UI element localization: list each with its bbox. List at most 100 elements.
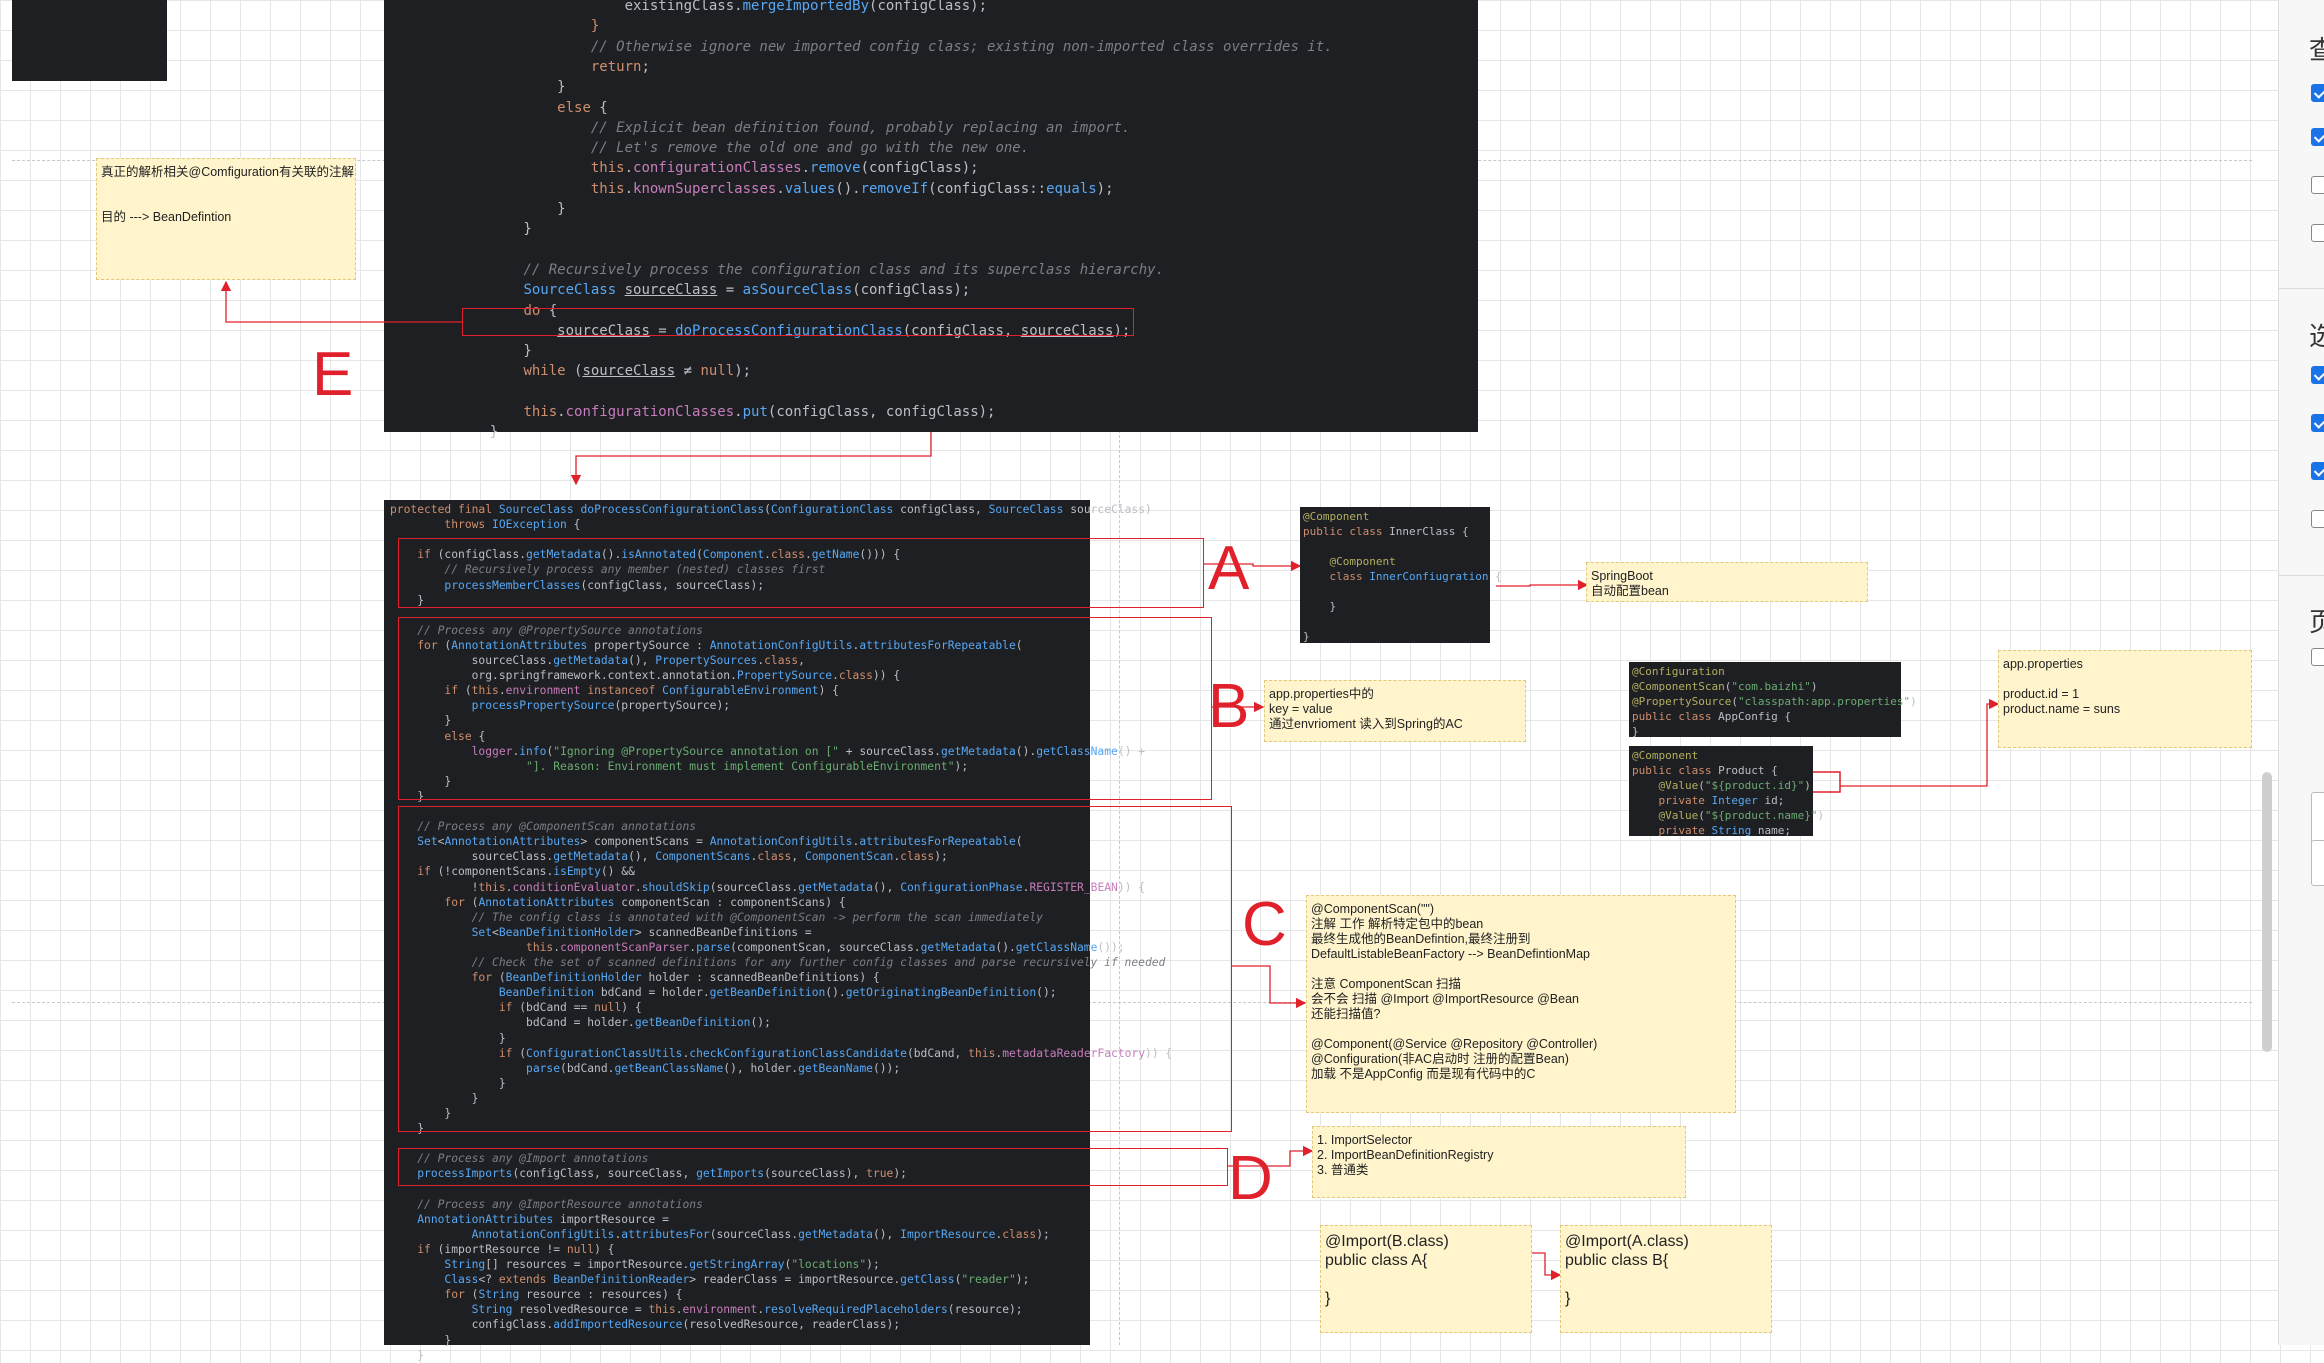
- sidebar-button[interactable]: [2311, 840, 2324, 886]
- code-line: }: [456, 424, 499, 441]
- code-line: sourceClass.getMetadata(), ComponentScan…: [390, 850, 948, 864]
- sidebar-checkbox[interactable]: [2311, 648, 2324, 666]
- code-line: bdCand = holder.getBeanDefinition();: [390, 1016, 771, 1030]
- section-box-d: [398, 1148, 1228, 1186]
- code-line: public class AppConfig {: [1632, 710, 1791, 723]
- code-line: if (!componentScans.isEmpty() &&: [417, 865, 635, 879]
- sidebar-checkbox[interactable]: [2311, 462, 2324, 480]
- code-line: private String name;: [1658, 824, 1791, 837]
- label-letter-e: E: [312, 340, 354, 409]
- code-line: String resolvedResource = this.environme…: [471, 1303, 1023, 1317]
- code-line: // Recursively process any member (neste…: [444, 563, 826, 577]
- code-line: Set<BeanDefinitionHolder> scannedBeanDef…: [471, 925, 812, 939]
- label-letter-b: B: [1208, 672, 1250, 741]
- sidebar-checkbox[interactable]: [2311, 366, 2324, 384]
- sidebar-glyph-2: 选: [2309, 321, 2324, 351]
- note-c-component-scan[interactable]: @ComponentScan("") 注解 工作 解析特定包中的bean 最终生…: [1306, 895, 1736, 1113]
- page-separator: [12, 1002, 2252, 1003]
- code-line: !this.conditionEvaluator.shouldSkip(sour…: [390, 880, 1146, 894]
- code-line: Class<? extends BeanDefinitionReader> re…: [444, 1273, 1030, 1287]
- code-line: // Explicit bean definition found, proba…: [590, 119, 1131, 136]
- code-line: sourceClass = doProcessConfigurationClas…: [557, 322, 1131, 339]
- code-line: parse(bdCand.getBeanClassName(), holder.…: [526, 1061, 901, 1075]
- code-block-app-config: @Configuration @ComponentScan("com.baizhi…: [1629, 662, 1917, 738]
- code-line: // The config class is annotated with @C…: [471, 910, 1043, 924]
- code-line: // Otherwise ignore new imported config …: [590, 38, 1333, 55]
- code-line: }: [390, 1122, 425, 1136]
- code-block-do-process-configuration-class: protected final SourceClass doProcessCon…: [384, 500, 1172, 1362]
- note-springboot[interactable]: SpringBoot 自动配置bean: [1586, 562, 1868, 602]
- code-line: SourceClass sourceClass = asSourceClass(…: [523, 282, 971, 299]
- code-line: }: [390, 1348, 425, 1362]
- code-line: for (AnnotationAttributes propertySource…: [417, 638, 1023, 652]
- code-line: }: [390, 1031, 506, 1045]
- code-block-product: @Component public class Product { @Value(…: [1629, 746, 1824, 837]
- sidebar-checkbox[interactable]: [2311, 510, 2324, 528]
- code-line: if (importResource != null) {: [417, 1242, 615, 1256]
- code-line: org.springframework.context.annotation.P…: [390, 669, 901, 683]
- code-line: }: [390, 774, 452, 788]
- code-line: AnnotationConfigUtils.attributesFor(sour…: [471, 1227, 1050, 1241]
- code-line: @Component: [1329, 555, 1396, 568]
- code-line: AnnotationAttributes importResource =: [417, 1212, 669, 1226]
- code-line: @ComponentScan("com.baizhi"): [1632, 680, 1818, 693]
- sidebar-checkbox[interactable]: [2311, 224, 2324, 242]
- note-app-properties-file[interactable]: app.properties product.id = 1 product.na…: [1998, 650, 2252, 748]
- code-line: // Process any @PropertySource annotatio…: [417, 623, 703, 637]
- sidebar-checkbox[interactable]: [2311, 84, 2324, 102]
- code-line: String[] resources = importResource.getS…: [444, 1258, 880, 1271]
- section-box-a: [398, 538, 1204, 608]
- code-line: @Component: [1632, 749, 1699, 762]
- code-line: // Check the set of scanned definitions …: [471, 956, 1166, 969]
- code-line: else {: [444, 729, 486, 743]
- code-line: logger.info("Ignoring @PropertySource an…: [471, 744, 1146, 758]
- code-line: @PropertySource("classpath:app.propertie…: [1632, 695, 1917, 708]
- note-d-import-types[interactable]: 1. ImportSelector 2. ImportBeanDefinitio…: [1312, 1126, 1686, 1198]
- note-import-class-a[interactable]: @Import(B.class) public class A{ }: [1320, 1225, 1532, 1333]
- code-line: // Let's remove the old one and go with …: [590, 140, 1030, 157]
- code-line: throws IOException {: [444, 518, 581, 532]
- code-line: }: [456, 221, 532, 238]
- code-line: @Configuration: [1632, 665, 1725, 678]
- scrollbar-thumb[interactable]: [2262, 772, 2272, 1052]
- section-box-c: [398, 806, 1232, 1132]
- note-import-class-b[interactable]: @Import(A.class) public class B{ }: [1560, 1225, 1772, 1333]
- code-line: }: [390, 593, 425, 607]
- code-line: sourceClass.getMetadata(), PropertySourc…: [390, 654, 805, 667]
- code-line: this.componentScanParser.parse(component…: [526, 940, 1125, 954]
- code-line: }: [390, 1333, 452, 1347]
- code-line: processPropertySource(propertySource);: [471, 699, 731, 713]
- code-line: }: [456, 201, 566, 217]
- dark-thumbnail: [12, 0, 167, 81]
- code-line: // Process any @ImportResource annotatio…: [417, 1197, 703, 1211]
- label-letter-d: D: [1228, 1144, 1273, 1213]
- code-line: private Integer id;: [1658, 794, 1785, 807]
- code-line: if (bdCand == null) {: [498, 1001, 642, 1015]
- label-letter-a: A: [1208, 534, 1250, 603]
- note-e-configuration-parse[interactable]: 真正的解析相关@Comfiguration有关联的注解 目的 ---> Bean…: [96, 158, 356, 280]
- sidebar-divider: [2279, 575, 2324, 576]
- note-b-app-properties[interactable]: app.properties中的 key = value 通过envriomen…: [1264, 680, 1526, 742]
- code-line: @Component: [1303, 510, 1370, 523]
- code-line: return;: [590, 58, 650, 75]
- code-line: }: [456, 79, 566, 96]
- sidebar-checkbox[interactable]: [2311, 414, 2324, 432]
- code-line: "]. Reason: Environment must implement C…: [526, 759, 969, 773]
- code-line: processImports(configClass, sourceClass,…: [417, 1167, 907, 1181]
- code-block-process-configuration-class: existingClass.mergeImportedBy(configClas…: [384, 0, 1478, 440]
- code-line: }: [1303, 630, 1310, 643]
- code-line: if (configClass.getMetadata().isAnnotate…: [417, 548, 901, 562]
- sidebar-glyph-1: 查: [2309, 35, 2324, 65]
- sidebar-checkbox[interactable]: [2311, 176, 2324, 194]
- code-line: // Process any @ComponentScan annotation…: [417, 820, 697, 834]
- code-line: public class Product {: [1632, 764, 1778, 777]
- code-line: }: [390, 714, 452, 728]
- sidebar-checkbox[interactable]: [2311, 128, 2324, 146]
- code-line: while (sourceClass ≠ null);: [523, 363, 752, 380]
- code-line: @Value("${product.name}"): [1658, 809, 1825, 822]
- code-line: class InnerConfiugration {: [1329, 570, 1502, 583]
- code-line: }: [390, 1091, 479, 1105]
- code-line: for (BeanDefinitionHolder holder : scann…: [471, 971, 880, 985]
- right-sidebar: 查 选 页: [2278, 0, 2324, 1345]
